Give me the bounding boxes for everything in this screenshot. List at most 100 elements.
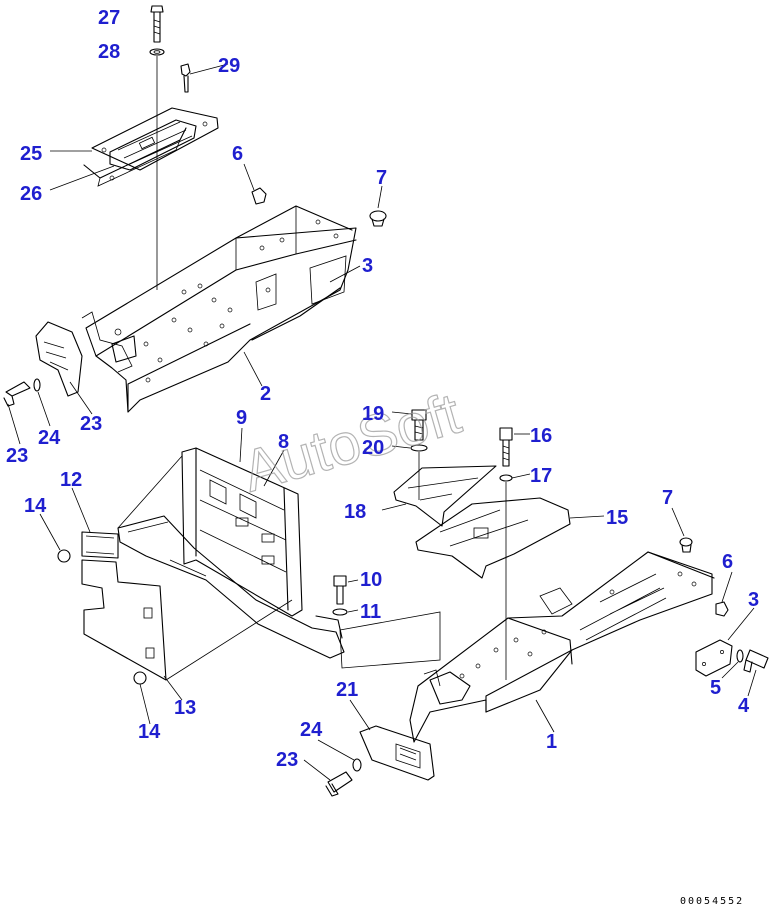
callout-12: 12	[60, 469, 82, 491]
callout-6-lower: 6	[722, 551, 733, 573]
callout-22: 23	[80, 413, 102, 435]
leader-10	[347, 579, 359, 583]
cap-14-upper	[57, 549, 71, 563]
plate-12	[81, 531, 119, 559]
callout-7-lower: 7	[662, 487, 673, 509]
leader-15	[569, 515, 605, 519]
bracket-9	[117, 515, 345, 659]
callout-29: 29	[218, 55, 240, 77]
frame-8	[181, 447, 303, 617]
callout-18: 18	[344, 501, 366, 523]
plate-13	[81, 559, 167, 681]
leader-17	[511, 473, 531, 479]
leader-12	[71, 487, 91, 533]
plate-21	[359, 725, 435, 781]
callout-14-upper: 14	[24, 495, 47, 517]
fitting-29	[180, 63, 191, 93]
callout-7-upper: 7	[376, 167, 387, 189]
callout-20: 20	[362, 437, 384, 459]
leader-22	[69, 381, 93, 415]
leader-26	[49, 165, 115, 191]
callout-23-lower: 23	[276, 749, 298, 771]
callout-24-lower: 24	[300, 719, 323, 741]
callout-23-upper: 23	[6, 445, 28, 467]
callout-24-upper: 24	[38, 427, 61, 449]
nut-6-upper	[251, 187, 267, 205]
leader-3-lower	[727, 607, 755, 641]
callout-3-lower: 3	[748, 589, 759, 611]
callout-8: 8	[278, 431, 289, 453]
leader-23-lower	[303, 759, 331, 781]
callout-1: 1	[546, 731, 557, 753]
leader-8	[263, 449, 285, 487]
callout-4: 4	[738, 695, 750, 717]
bolt-19	[411, 409, 427, 441]
leader-7-lower	[671, 507, 685, 537]
washer-11	[332, 608, 348, 616]
washer-24-upper	[33, 378, 41, 392]
leader-5	[721, 661, 739, 679]
leader-13	[163, 675, 183, 701]
document-number: 00054552	[680, 896, 744, 907]
bolt-27	[150, 5, 164, 43]
plug-7-upper	[369, 210, 387, 227]
plate-15	[415, 497, 571, 579]
callout-13: 13	[174, 697, 196, 719]
washer-28	[149, 48, 165, 56]
plate-22	[35, 321, 83, 397]
washer-17	[499, 474, 513, 482]
leader-24-upper	[37, 391, 51, 427]
callout-6-upper: 6	[232, 143, 243, 165]
bolt-23-lower	[325, 771, 353, 797]
leader-2	[243, 351, 263, 387]
bolt-4	[743, 649, 769, 673]
callout-27: 27	[98, 7, 120, 29]
callout-28: 28	[98, 41, 120, 63]
nut-6-lower	[715, 601, 729, 617]
callout-9: 9	[236, 407, 247, 429]
washer-5	[736, 649, 744, 663]
callout-17: 17	[530, 465, 552, 487]
leader-14-upper	[39, 513, 61, 551]
leader-4	[747, 669, 757, 697]
callout-11: 11	[360, 601, 381, 623]
leader-21	[349, 699, 371, 731]
leader-18	[381, 503, 407, 511]
frame-8-outline-lines	[117, 455, 293, 681]
bolt-10	[333, 575, 347, 605]
leader-19	[391, 411, 413, 415]
leader-14-lower	[139, 683, 151, 725]
callout-19: 19	[362, 403, 384, 425]
bracket-18	[393, 465, 497, 527]
callout-21: 21	[336, 679, 358, 701]
leader-23-upper	[7, 403, 21, 445]
callout-26: 26	[20, 183, 42, 205]
parallelogram-guide	[339, 611, 441, 669]
callout-5: 5	[710, 677, 721, 699]
leader-29	[189, 63, 229, 75]
plate-3-lower	[695, 639, 733, 677]
leader-20	[391, 445, 411, 449]
leader-3-upper	[329, 265, 361, 283]
callout-3-upper: 3	[362, 255, 373, 277]
lower-frame-1	[409, 551, 715, 743]
callout-16: 16	[530, 425, 552, 447]
washer-24-lower	[352, 758, 362, 772]
leader-6-lower	[721, 571, 733, 603]
callout-14-lower: 14	[138, 721, 161, 743]
bolt-23-upper	[3, 381, 31, 407]
callout-10: 10	[360, 569, 382, 591]
leader-1	[535, 699, 555, 733]
leader-7-upper	[377, 185, 383, 209]
leader-6-upper	[243, 163, 255, 191]
leader-9	[239, 427, 243, 463]
plug-7-lower	[679, 537, 693, 553]
callout-15: 15	[606, 507, 628, 529]
upper-frame-2	[81, 205, 357, 413]
callout-2: 2	[260, 383, 271, 405]
leader-24-lower	[317, 739, 355, 761]
callout-25: 25	[20, 143, 42, 165]
leader-11	[347, 609, 359, 613]
bolt-16	[499, 427, 513, 467]
cap-14-lower	[133, 671, 147, 685]
